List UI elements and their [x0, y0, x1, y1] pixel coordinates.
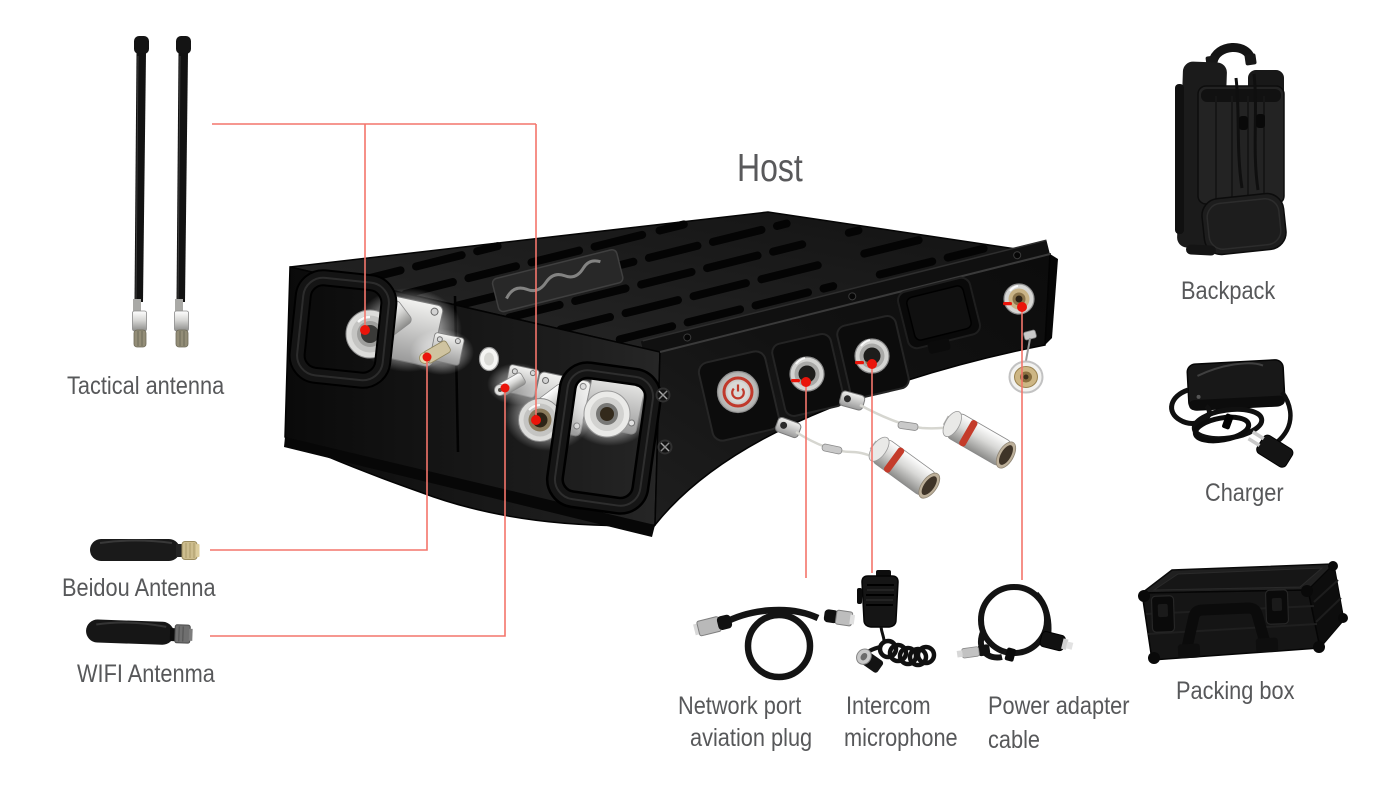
power-port-dust-cap — [1008, 329, 1044, 394]
intercom-port-connector — [836, 314, 910, 400]
backpack-image — [1175, 43, 1287, 256]
carry-handle-left — [288, 269, 398, 389]
power-icon — [731, 387, 745, 400]
charger-label: Charger — [1205, 479, 1284, 507]
intercom-label-line1: Intercom — [846, 692, 931, 720]
wifi-antenna-label: WIFI Antenma — [77, 660, 215, 688]
charger-image — [1169, 359, 1294, 468]
front-face-screws — [655, 387, 673, 455]
case-handle — [1180, 602, 1272, 658]
network-cable-image — [693, 606, 856, 681]
tactical-antennas-image — [132, 36, 191, 348]
power-cable-image — [956, 584, 1074, 662]
beidou-port-sma — [410, 329, 474, 375]
brand-logo-plate — [491, 248, 624, 313]
wifi-antenna-image — [86, 619, 193, 645]
carry-handle-front — [545, 361, 663, 515]
host-title: Host — [737, 147, 803, 190]
device-vent-slots — [349, 219, 1051, 356]
intercom-label-line2: microphone — [844, 724, 958, 752]
tactical-antenna-label: Tactical antenna — [67, 372, 225, 400]
network-plug-label-line2: aviation plug — [690, 724, 813, 752]
host-device-image — [284, 211, 1058, 537]
power-cable-label-line1: Power adapter — [988, 692, 1130, 720]
marker-dots — [360, 302, 1027, 425]
packing-box-image — [1138, 561, 1348, 664]
power-button — [697, 350, 781, 442]
rubber-cover-flap — [896, 276, 982, 354]
intercom-mic-image — [856, 570, 937, 673]
leader-wifi — [210, 389, 506, 637]
power-cable-label-line2: cable — [988, 726, 1040, 754]
network-plug-label-line1: Network port — [678, 692, 802, 720]
dust-cap-1 — [868, 436, 941, 499]
packing-box-label: Packing box — [1176, 677, 1295, 705]
leader-beidou — [210, 358, 428, 551]
network-port-connector — [771, 332, 845, 418]
beidou-antenna-image — [90, 539, 200, 561]
backpack-label: Backpack — [1181, 277, 1276, 305]
dust-cap-2 — [942, 410, 1017, 469]
beidou-antenna-label: Beidou Antenna — [62, 574, 216, 602]
dust-cap-lanyards — [774, 390, 953, 462]
leader-lines — [210, 123, 1023, 637]
